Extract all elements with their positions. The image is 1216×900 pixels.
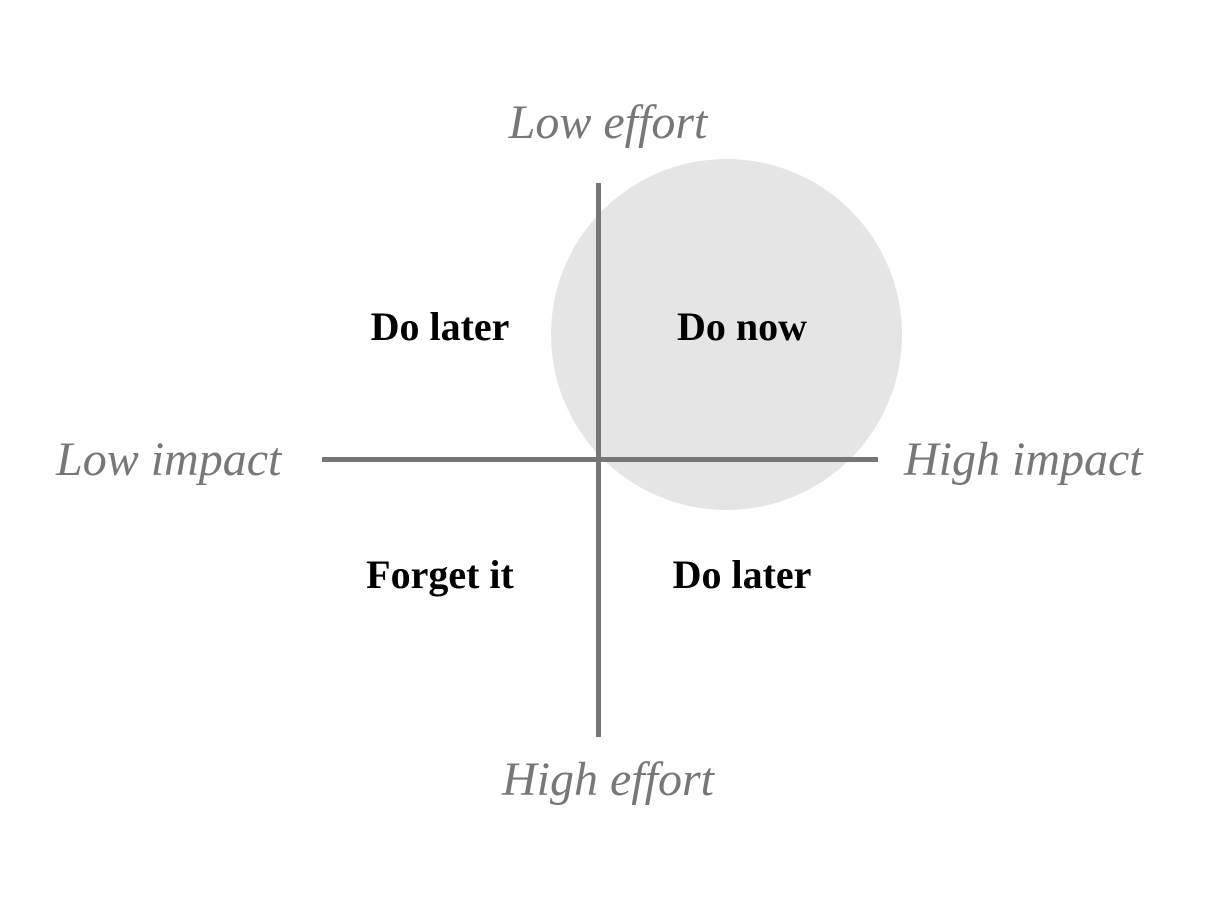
axis-label-left: Low impact xyxy=(56,433,282,486)
highlight-circle xyxy=(551,159,902,510)
axis-label-right: High impact xyxy=(904,433,1143,486)
quadrant-label-top-left: Do later xyxy=(370,304,510,349)
axis-label-bottom: High effort xyxy=(502,753,714,806)
horizontal-axis-line xyxy=(322,457,878,462)
axis-label-top: Low effort xyxy=(508,96,708,149)
quadrant-label-bottom-right: Do later xyxy=(672,552,812,597)
quadrant-label-top-right: Do now xyxy=(676,304,808,349)
quadrant-label-bottom-left: Forget it xyxy=(366,552,514,597)
